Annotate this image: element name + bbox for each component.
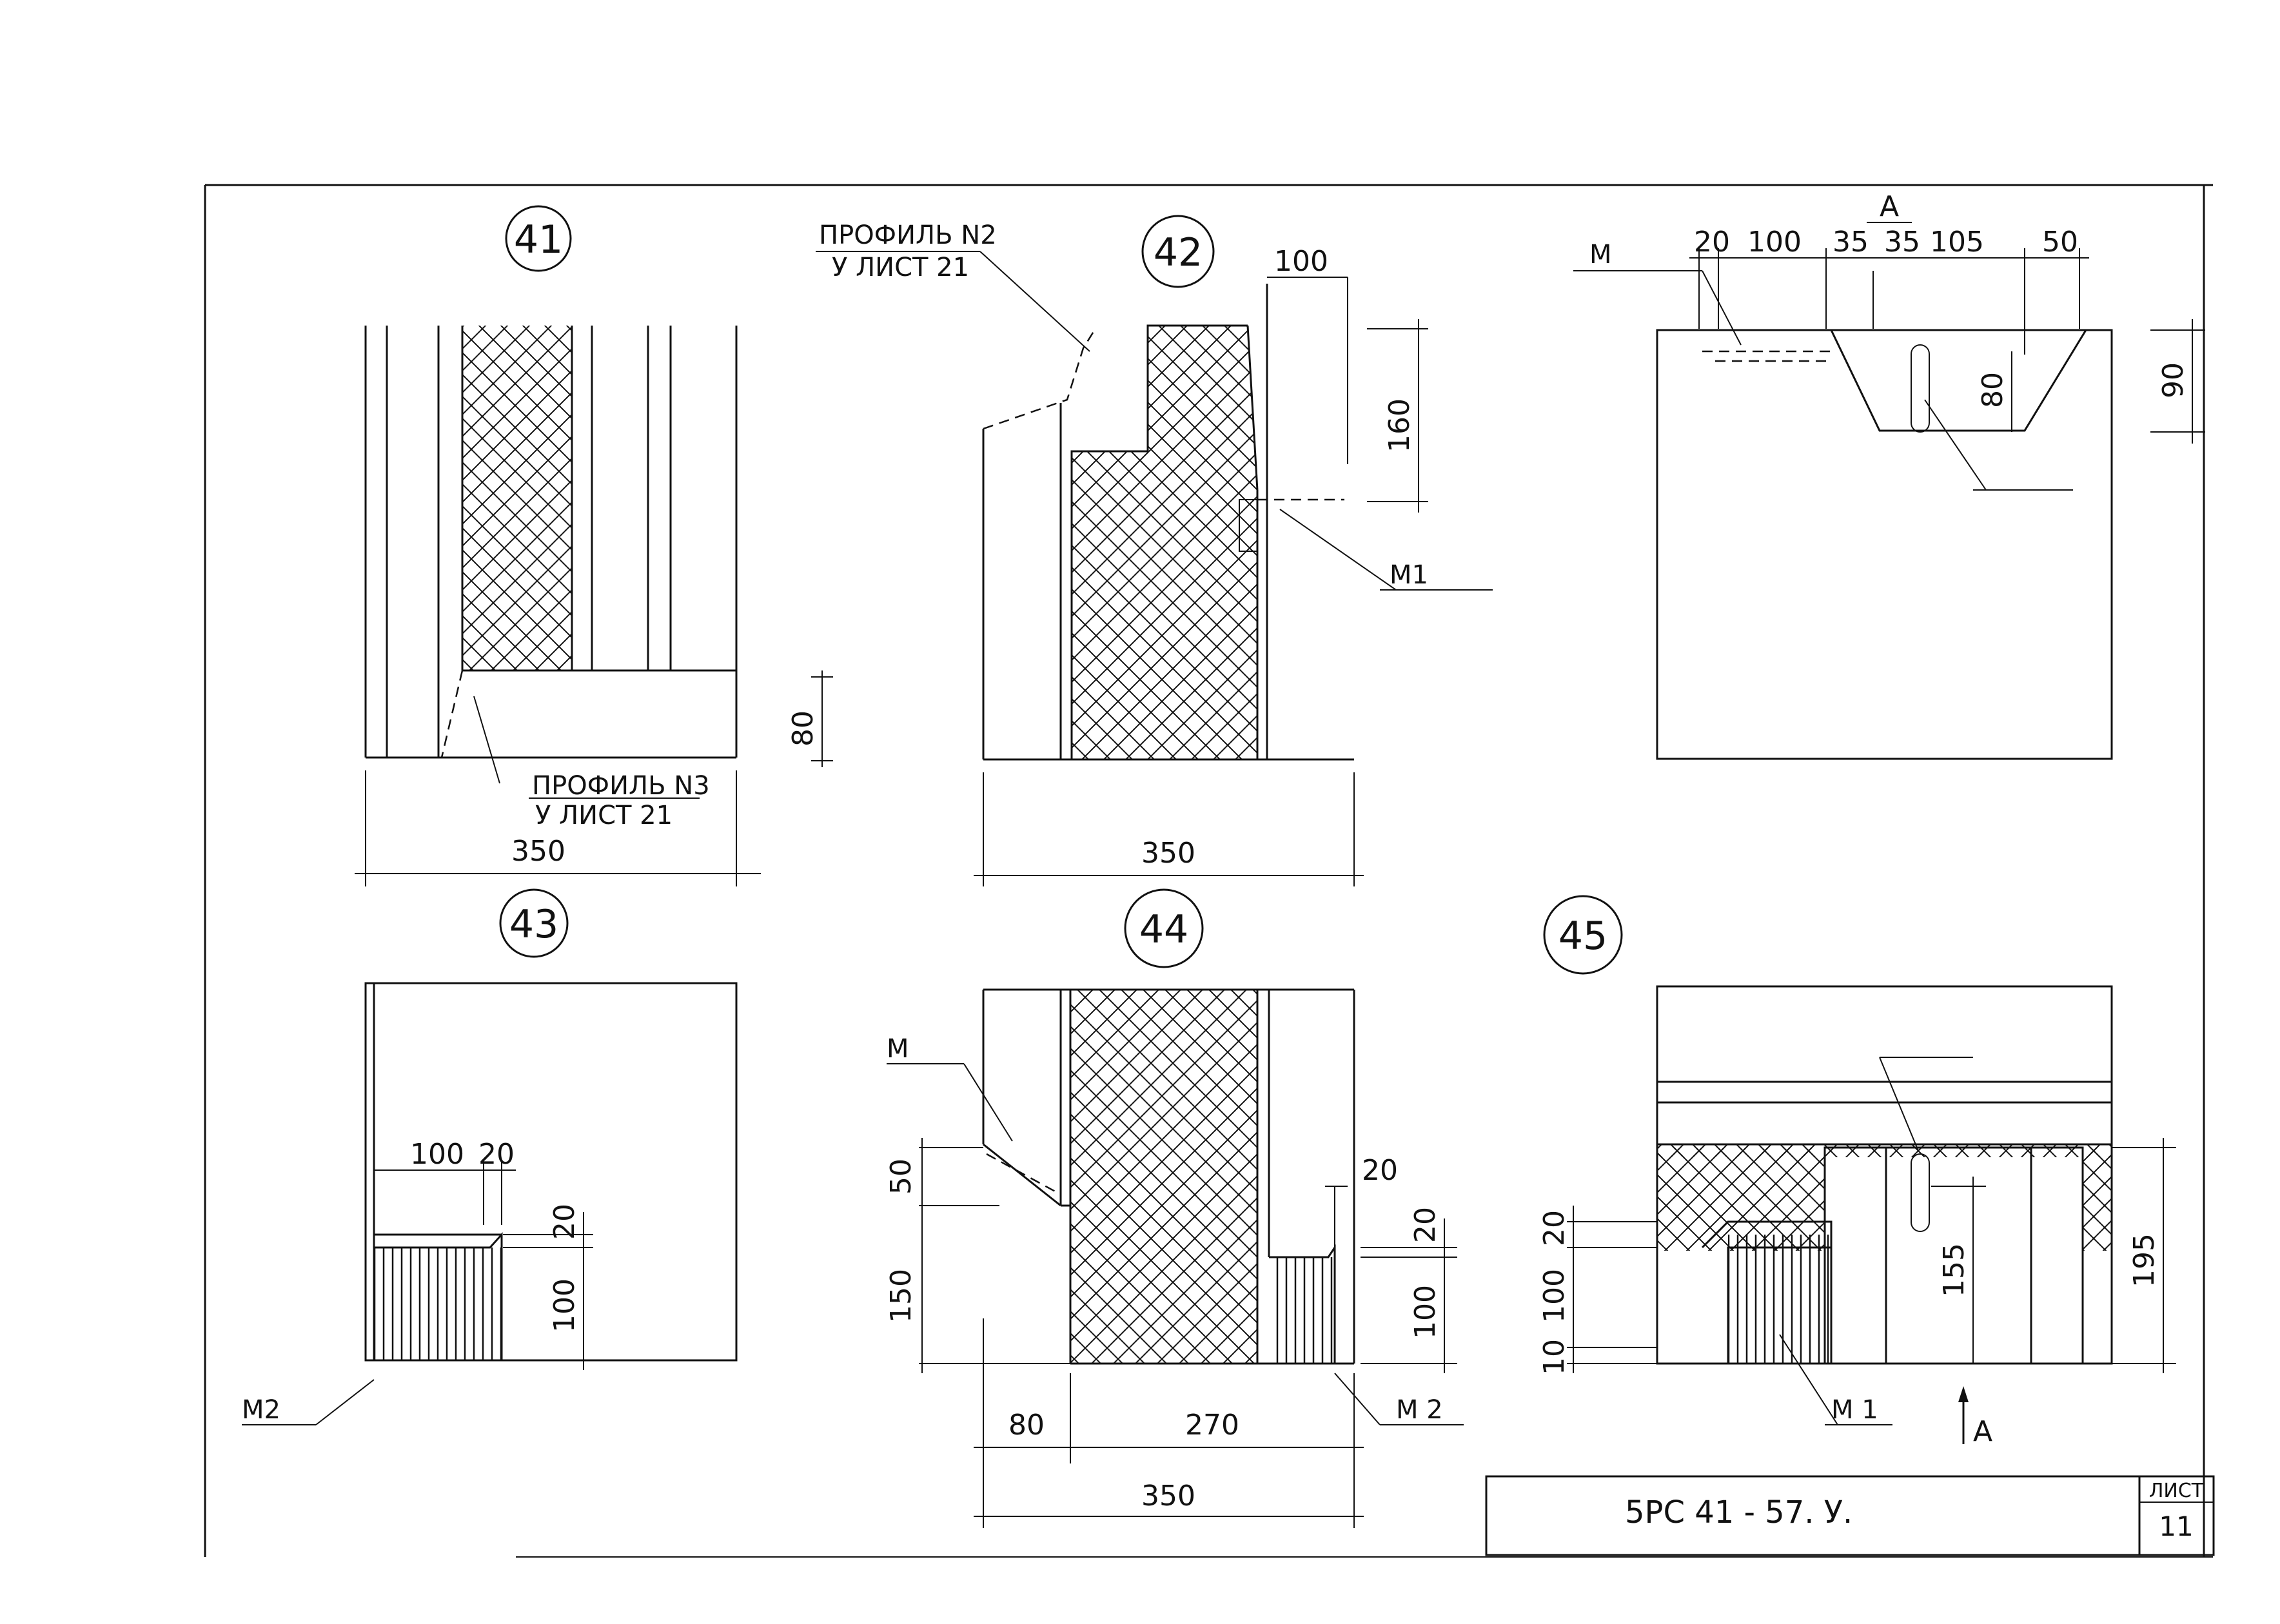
detail-45: 45 М 1 А 20 100 10 155 bbox=[1538, 895, 2176, 1448]
detail-45-dim-20: 20 bbox=[1538, 1210, 1571, 1246]
detail-44-hatch bbox=[1070, 990, 1257, 1364]
detail-42-label-m1: М1 bbox=[1390, 560, 1428, 590]
title-block-sheet-label: ЛИСТ bbox=[2149, 1480, 2204, 1502]
detail-42-badge bbox=[1141, 215, 1215, 288]
view-a-dim-35a: 35 bbox=[1833, 226, 1869, 259]
detail-45-dim-10: 10 bbox=[1538, 1339, 1571, 1375]
detail-42-dim-width: 350 bbox=[1141, 837, 1195, 870]
detail-44-label-m2: М 2 bbox=[1396, 1395, 1443, 1425]
detail-44-dim-270: 270 bbox=[1185, 1409, 1239, 1442]
detail-45-hatch-right bbox=[2083, 1148, 2112, 1251]
detail-43-dim-100v: 100 bbox=[548, 1278, 581, 1333]
detail-43-label-m2: М2 bbox=[242, 1395, 280, 1425]
detail-43-dim-100h: 100 bbox=[410, 1138, 464, 1171]
detail-42-number: 42 bbox=[1154, 230, 1203, 275]
sheet-frame bbox=[204, 184, 2213, 1558]
detail-45-hatch-m1 bbox=[1728, 1235, 1831, 1364]
title-block-code: 5РС 41 - 57. У. bbox=[1625, 1494, 1853, 1531]
view-a-dim-80: 80 bbox=[1976, 372, 2009, 408]
detail-43-number: 43 bbox=[509, 902, 558, 947]
detail-45-number: 45 bbox=[1558, 914, 1607, 959]
detail-41: 41 ПРОФИЛЬ N3 У ЛИСТ 21 350 80 bbox=[355, 205, 833, 886]
detail-44-hatch-m2 bbox=[1273, 1257, 1335, 1364]
detail-41-hatch bbox=[462, 326, 572, 670]
detail-42-dim-height: 160 bbox=[1383, 398, 1416, 453]
view-a-dim-100: 100 bbox=[1747, 226, 1802, 259]
detail-44-dim-150: 150 bbox=[885, 1269, 918, 1323]
detail-41-dim-height: 80 bbox=[787, 710, 820, 747]
view-a-title: А bbox=[1880, 190, 1899, 223]
detail-44-dim-350: 350 bbox=[1141, 1480, 1195, 1512]
detail-44-number: 44 bbox=[1139, 907, 1188, 952]
detail-44-dim-80: 80 bbox=[1008, 1409, 1045, 1442]
detail-45-dim-195: 195 bbox=[2128, 1233, 2161, 1287]
view-a-dim-50: 50 bbox=[2042, 226, 2078, 259]
title-block-sheet-number: 11 bbox=[2159, 1511, 2193, 1542]
view-a-dim-35b: 35 bbox=[1884, 226, 1920, 259]
detail-43-badge bbox=[499, 888, 569, 958]
detail-42: 42 ПРОФИЛЬ N2 У ЛИСТ 21 М1 100 160 350 bbox=[816, 215, 1493, 886]
detail-44-dim-20a: 20 bbox=[1362, 1154, 1398, 1187]
detail-43: 43 100 20 20 100 М2 bbox=[242, 888, 738, 1425]
detail-41-number: 41 bbox=[514, 217, 563, 262]
view-a-dim-20: 20 bbox=[1694, 226, 1730, 259]
detail-43-hatch bbox=[374, 1247, 502, 1360]
detail-45-dim-100: 100 bbox=[1538, 1269, 1571, 1323]
detail-44-dim-50: 50 bbox=[885, 1159, 918, 1195]
view-a-dim-90: 90 bbox=[2157, 362, 2190, 398]
detail-45-hatch-left bbox=[1657, 1148, 1825, 1251]
detail-42-hatch bbox=[1072, 326, 1257, 759]
detail-44-badge bbox=[1124, 888, 1204, 968]
detail-42-dim-top: 100 bbox=[1274, 245, 1328, 278]
detail-43-dim-20v: 20 bbox=[548, 1204, 581, 1240]
detail-45-dim-155: 155 bbox=[1938, 1243, 1970, 1297]
detail-41-dim-width: 350 bbox=[511, 835, 565, 868]
detail-45-label-m1: М 1 bbox=[1831, 1395, 1878, 1425]
detail-44-dim-100: 100 bbox=[1409, 1285, 1442, 1339]
detail-44-dim-20b: 20 bbox=[1409, 1207, 1442, 1243]
detail-43-dim-20h: 20 bbox=[478, 1138, 515, 1171]
detail-41-label-profile: ПРОФИЛЬ N3 bbox=[532, 771, 710, 801]
detail-41-badge bbox=[505, 205, 572, 272]
view-a-label-m: М bbox=[1589, 240, 1612, 269]
view-a: А М 20 100 35 35 105 50 80 90 bbox=[1573, 190, 2205, 760]
detail-42-label-sheet: У ЛИСТ 21 bbox=[832, 253, 969, 282]
detail-41-label-sheet: У ЛИСТ 21 bbox=[535, 801, 673, 830]
view-a-dim-105: 105 bbox=[1930, 226, 1984, 259]
title-block: 5РС 41 - 57. У. ЛИСТ 11 bbox=[1485, 1475, 2215, 1556]
detail-45-label-a: А bbox=[1973, 1415, 1992, 1448]
detail-44-label-m: М bbox=[887, 1034, 909, 1064]
detail-44: 44 М 50 150 20 20 100 М 2 bbox=[885, 888, 1464, 1528]
detail-42-label-profile: ПРОФИЛЬ N2 bbox=[819, 220, 997, 250]
detail-45-badge bbox=[1543, 895, 1623, 975]
